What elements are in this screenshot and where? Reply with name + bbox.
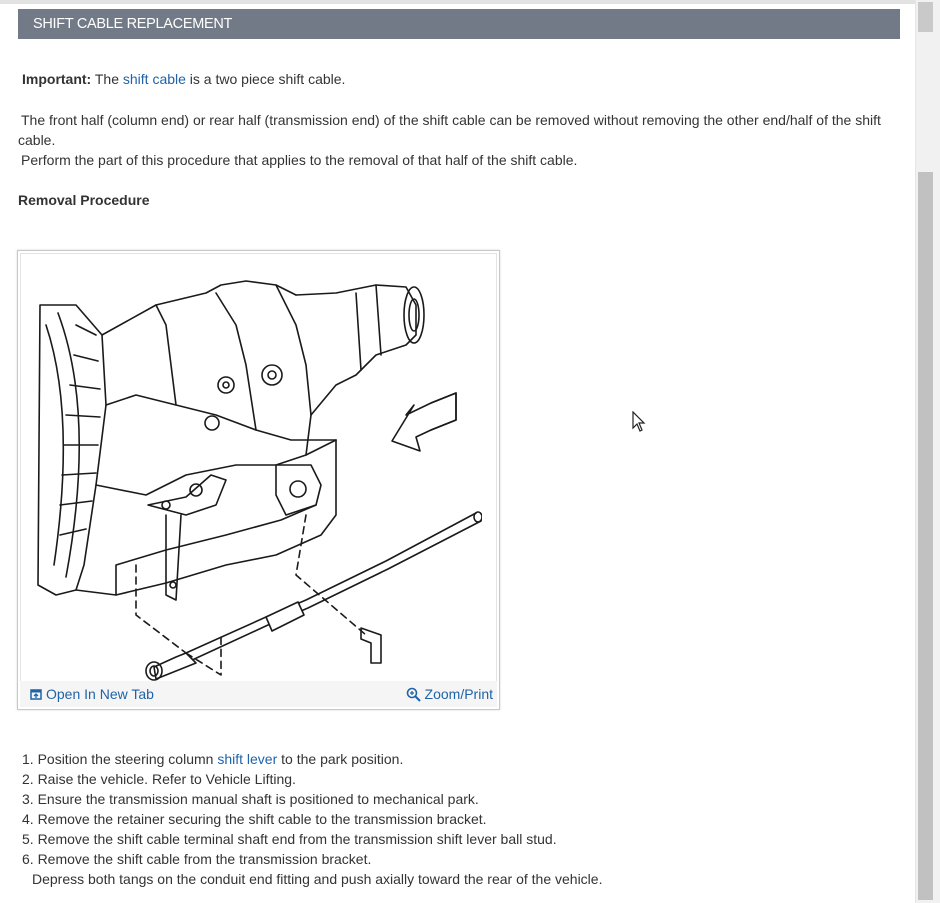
paragraph-perform: Perform the part of this procedure that … (21, 152, 578, 168)
important-text-2: is a two piece shift cable. (185, 71, 346, 87)
list-item: 6. Remove the shift cable from the trans… (22, 851, 372, 867)
zoom-icon (406, 687, 421, 702)
step-1-text: 1. Position the steering column (22, 751, 218, 767)
transmission-shift-cable-diagram[interactable] (36, 265, 482, 683)
zoom-print-label: Zoom/Print (424, 686, 493, 702)
list-item: 1. Position the steering column shift le… (22, 749, 902, 769)
zoom-print-link[interactable]: Zoom/Print (406, 685, 493, 703)
figure-toolbar: Open In New Tab Zoom/Print (20, 681, 497, 707)
important-text-1: The (91, 71, 123, 87)
important-note: Important: The shift cable is a two piec… (22, 69, 345, 89)
important-label: Important: (22, 71, 92, 87)
vertical-scrollbar[interactable] (915, 0, 940, 903)
open-in-new-tab-link[interactable]: Open In New Tab (30, 685, 154, 703)
article-content: SHIFT CABLE REPLACEMENT Important: The s… (17, 9, 902, 889)
shift-lever-link[interactable]: shift lever (217, 751, 278, 767)
step-6-note: Depress both tangs on the conduit end fi… (32, 871, 603, 887)
paragraph-front-rear: The front half (column end) or rear half… (18, 112, 881, 148)
section-header: SHIFT CABLE REPLACEMENT (18, 9, 900, 39)
open-tab-icon (30, 689, 42, 700)
step-1-text-end: to the park position. (277, 751, 404, 767)
list-item: 4. Remove the retainer securing the shif… (22, 811, 487, 827)
scrollbar-top-segment[interactable] (918, 2, 933, 32)
shift-cable-link[interactable]: shift cable (122, 71, 186, 87)
removal-steps-list: 1. Position the steering column shift le… (22, 749, 902, 889)
mouse-cursor-icon (632, 411, 646, 432)
scrollbar-thumb[interactable] (918, 172, 933, 900)
diagram-figure: Open In New Tab Zoom/Print (17, 250, 500, 710)
open-in-new-tab-label: Open In New Tab (46, 686, 154, 702)
list-item: 5. Remove the shift cable terminal shaft… (22, 831, 557, 847)
list-item: 3. Ensure the transmission manual shaft … (22, 791, 479, 807)
window-top-edge (0, 0, 915, 4)
removal-procedure-heading: Removal Procedure (18, 192, 150, 208)
list-item: 2. Raise the vehicle. Refer to Vehicle L… (22, 771, 296, 787)
page-title: SHIFT CABLE REPLACEMENT (33, 16, 233, 32)
